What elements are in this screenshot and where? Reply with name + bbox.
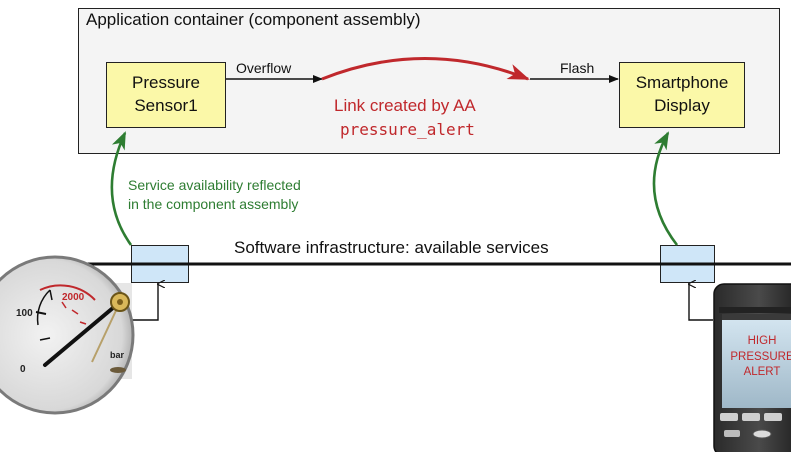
smartphone-icon <box>713 283 791 452</box>
display-service-arrow <box>652 131 679 246</box>
gauge-scale-2000: 2000 <box>62 292 85 303</box>
sensor-service-arrow <box>110 131 133 246</box>
link-arrow <box>321 57 530 81</box>
phone-connector <box>689 284 713 321</box>
phone-alert-line1: HIGH <box>747 335 777 347</box>
container-title: Application container (component assembl… <box>86 10 421 29</box>
phone-alert-text: HIGH PRESSURE ALERT <box>726 334 791 381</box>
infrastructure-label: Software infrastructure: available servi… <box>234 238 549 257</box>
link-name: pressure_alert <box>340 120 475 139</box>
gauge-unit: bar <box>110 350 125 360</box>
pressure-gauge-icon: 2000 100 0 bar <box>0 255 135 415</box>
phone-alert-line3: ALERT <box>743 366 781 379</box>
gauge-scale-100: 100 <box>16 308 33 319</box>
phone-alert-line2: PRESSURE <box>730 350 791 363</box>
service-note-line2: in the component assembly <box>128 195 299 212</box>
smartphone-display-component[interactable]: Smartphone Display <box>619 62 745 128</box>
sensor-label-line1: Pressure <box>131 73 201 93</box>
display-label-line2: Display <box>654 96 710 115</box>
flash-port-label: Flash <box>560 60 595 76</box>
link-caption: Link created by AA <box>334 96 476 115</box>
sensor-label-line2: Sensor1 <box>134 96 198 115</box>
service-note-line1: Service availability reflected <box>128 177 301 193</box>
gauge-scale-0: 0 <box>20 364 26 375</box>
service-availability-note: Service availability reflected in the co… <box>128 176 301 214</box>
display-label-line1: Smartphone <box>635 73 729 93</box>
pressure-sensor-component[interactable]: Pressure Sensor1 <box>106 62 226 128</box>
gauge-connector <box>132 284 158 321</box>
overflow-port-label: Overflow <box>236 60 292 76</box>
